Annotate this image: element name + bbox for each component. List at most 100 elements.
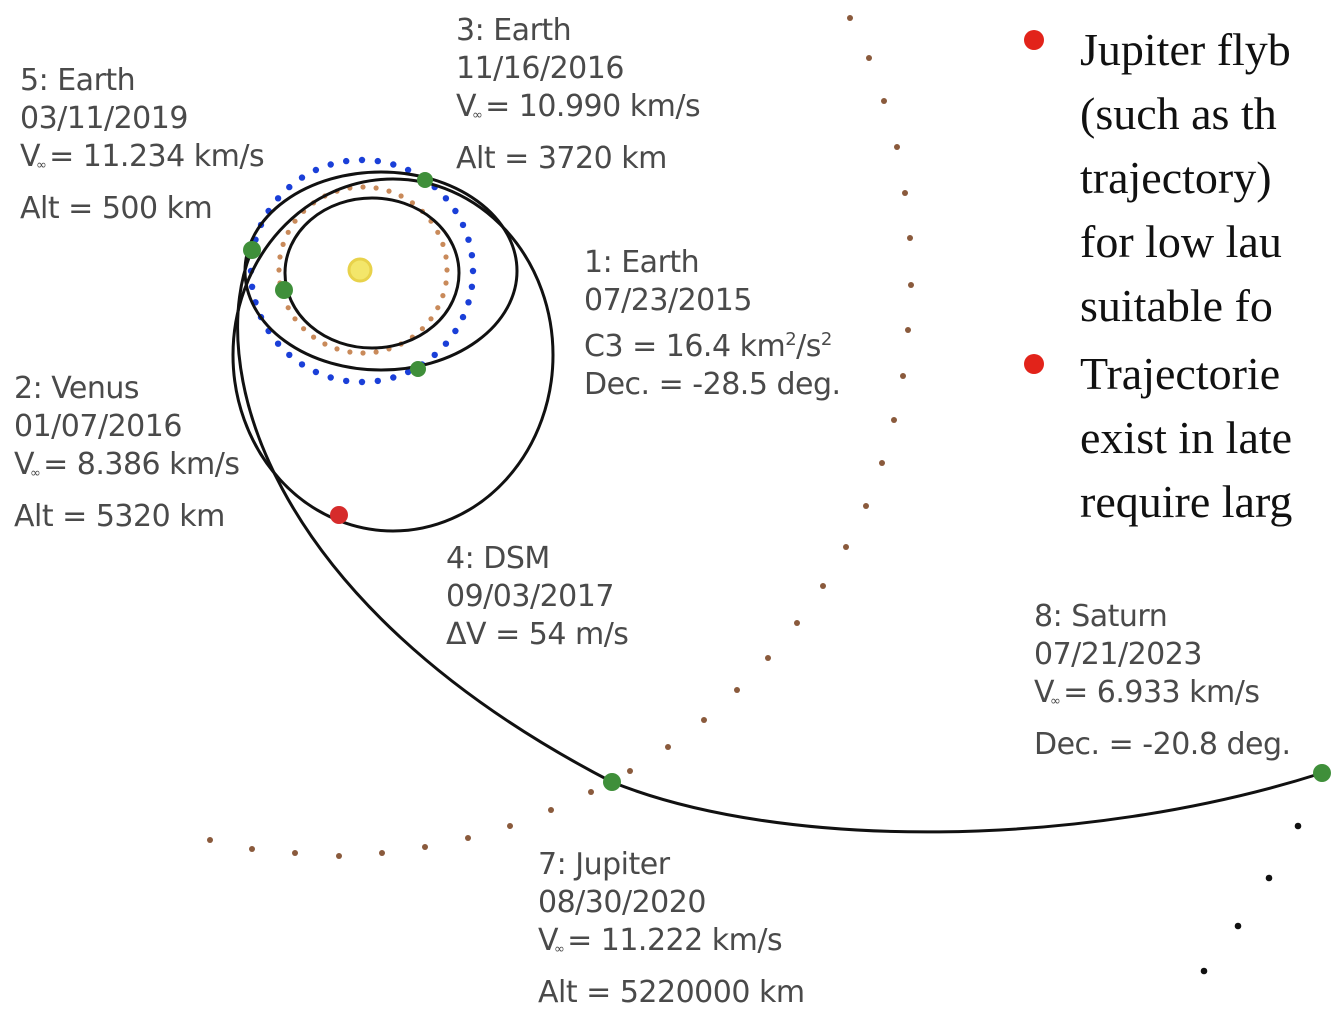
earth-orbit-dot: [390, 374, 397, 381]
event-name: 2: Venus: [14, 371, 140, 406]
bullet-line: for low lau: [1080, 216, 1282, 267]
earth-orbit-dot: [312, 166, 320, 174]
earth-orbit-dot: [274, 340, 282, 347]
jupiter-orbit-dot: [894, 144, 900, 150]
venus-orbit-dot: [292, 218, 298, 224]
earth-orbit-dot: [374, 157, 381, 165]
jupiter-orbit-dot: [843, 544, 849, 550]
earth-orbit-dot: [358, 378, 366, 386]
event-date: 07/21/2023: [1034, 637, 1202, 672]
bullet-item-trajectories: Trajectorie exist in late require larg: [1022, 342, 1331, 534]
venus-orbit-dot: [419, 326, 425, 332]
venus-orbit-dot: [322, 341, 328, 347]
jupiter-flyby-label: 7: Jupiter 08/30/2020 V∞ = 11.222 km/s A…: [538, 850, 805, 1016]
event-date: 07/23/2015: [584, 283, 752, 318]
jupiter-orbit-dot: [765, 655, 771, 661]
venus-orbit-dot: [440, 293, 446, 299]
venus-orbit-dot: [386, 188, 392, 194]
event-name: 7: Jupiter: [538, 847, 670, 882]
earth-launch-marker: [410, 361, 426, 377]
jupiter-orbit-dot: [665, 744, 671, 750]
earth-orbit-dot: [465, 299, 472, 306]
bullet-line: (such as th: [1080, 88, 1277, 139]
jupiter-orbit-dot: [863, 503, 869, 509]
bullet-line: trajectory): [1080, 152, 1272, 203]
event-declination: Dec. = -28.5 deg.: [584, 367, 841, 402]
earth-orbit-dot: [248, 283, 256, 290]
bullet-dot-icon: [1024, 30, 1044, 50]
earth-orbit-dot: [286, 351, 293, 359]
bullet-dot-icon: [1024, 354, 1044, 374]
venus-orbit-dot: [292, 316, 298, 322]
earth-orbit-dot: [343, 157, 350, 165]
earth-orbit-dot: [459, 313, 467, 321]
jupiter-orbit-dot: [900, 373, 906, 379]
earth-orbit-dot: [431, 351, 438, 359]
jupiter-orbit-dot: [249, 846, 255, 852]
event-vinf: V∞ = 11.222 km/s: [538, 923, 783, 958]
jupiter-orbit-dot: [847, 15, 853, 21]
earth-orbit-dot: [452, 327, 459, 335]
dsm-marker: [330, 506, 348, 524]
earth-orbit-dot: [298, 174, 306, 181]
slide-bullet-list: Jupiter flyb (such as th trajectory) for…: [1022, 18, 1331, 538]
venus-orbit-dot: [276, 267, 282, 273]
event-altitude: Alt = 5220000 km: [538, 975, 805, 1010]
venus-orbit-dot: [373, 185, 379, 191]
jupiter-orbit-dot: [866, 55, 872, 61]
event-name: 8: Saturn: [1034, 599, 1168, 634]
venus-orbit-dot: [444, 267, 450, 273]
event-altitude: Alt = 5320 km: [14, 499, 225, 534]
venus-orbit-dot: [440, 241, 446, 247]
earth-orbit-dot: [442, 195, 450, 202]
bullet-line: suitable fo: [1080, 280, 1273, 331]
event-date: 08/30/2020: [538, 885, 706, 920]
venus-orbit-dot: [435, 305, 441, 311]
jupiter-orbit-dot: [881, 98, 887, 104]
jupiter-orbit-dot: [292, 850, 298, 856]
earth-orbit-dot: [286, 183, 293, 191]
venus-orbit-dot: [301, 326, 307, 332]
earth-orbit-dot: [452, 207, 459, 215]
earth-orbit-dot: [312, 368, 320, 376]
jupiter-orbit-dot: [820, 583, 826, 589]
venus-orbit-dot: [373, 349, 379, 355]
jupiter-flyby-marker: [603, 773, 621, 791]
saturn-orbit-dot: [1234, 922, 1242, 930]
bullet-item-jupiter-flyby: Jupiter flyb (such as th trajectory) for…: [1022, 18, 1331, 338]
earth-orbit-dot: [327, 161, 334, 168]
venus-orbit-dot: [285, 229, 291, 235]
earth-launch-label: 1: Earth 07/23/2015 C3 = 16.4 km2/s2 Dec…: [584, 248, 841, 408]
jupiter-orbit-dot: [379, 850, 385, 856]
earth-orbit-dot: [343, 377, 350, 385]
earth-flyby-3-label: 3: Earth 11/16/2016 V∞ = 10.990 km/s Alt…: [456, 16, 701, 182]
venus-orbit-dot: [277, 254, 283, 260]
event-altitude: Alt = 500 km: [20, 191, 213, 226]
venus-orbit-dot: [398, 193, 404, 199]
earth-orbit-dot: [468, 252, 476, 259]
earth-orbit-dot: [274, 195, 282, 202]
earth-orbit-dot: [298, 361, 306, 368]
venus-orbit-dot: [360, 350, 366, 356]
earth-flyby-3-marker: [417, 172, 433, 188]
venus-orbit-dot: [334, 346, 340, 352]
venus-orbit-dot: [435, 229, 441, 235]
earth-orbit-dot: [327, 374, 334, 381]
venus-orbit-dot: [443, 254, 449, 260]
trajectory-to-jupiter: [236, 249, 613, 784]
jupiter-orbit-dot: [794, 620, 800, 626]
jupiter-orbit-dot: [207, 837, 213, 843]
event-vinf: V∞ = 8.386 km/s: [14, 447, 240, 482]
earth-orbit-dot: [404, 166, 412, 174]
jupiter-orbit-dot: [891, 417, 897, 423]
bullet-line: require larg: [1080, 476, 1293, 527]
jupiter-orbit-dot: [902, 190, 908, 196]
event-vinf: V∞ = 6.933 km/s: [1034, 675, 1260, 710]
jupiter-orbit-dot: [905, 327, 911, 333]
event-vinf: V∞ = 10.990 km/s: [456, 89, 701, 124]
jupiter-orbit-dot: [734, 687, 740, 693]
trajectory-loop-inner: [283, 196, 461, 350]
jupiter-orbit-dot: [465, 835, 471, 841]
event-declination: Dec. = -20.8 deg.: [1034, 727, 1291, 762]
